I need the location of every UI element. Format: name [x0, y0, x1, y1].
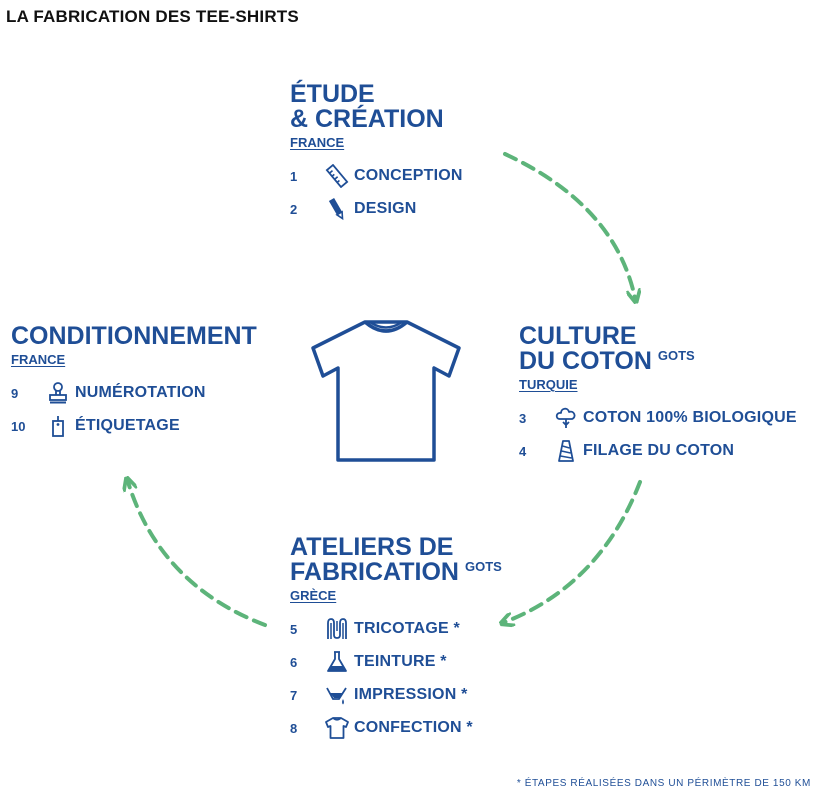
step-4: 4 FILAGE DU COTON — [519, 438, 734, 464]
step-label: TRICOTAGE * — [354, 620, 460, 637]
footnote: * ÉTAPES RÉALISÉES DANS UN PÉRIMÈTRE DE … — [516, 778, 811, 789]
step-number: 9 — [11, 385, 19, 401]
step-label: NUMÉROTATION — [75, 384, 206, 401]
step-number: 5 — [290, 621, 298, 637]
stamp-icon — [43, 380, 73, 406]
section-ateliers-title-line1: ATELIERS DE — [290, 533, 454, 561]
section-culture-title-line2: DU COTON — [519, 347, 652, 375]
section-etude-country: FRANCE — [290, 135, 345, 150]
ruler-icon — [322, 163, 352, 189]
step-1: 1 CONCEPTION — [290, 163, 463, 189]
ink-tray-icon — [322, 682, 352, 708]
step-3: 3 COTON 100% BIOLOGIQUE — [519, 405, 797, 431]
step-label: ÉTIQUETAGE — [75, 417, 180, 434]
section-ateliers-country: GRÈCE — [290, 588, 337, 603]
step-label: CONFECTION * — [354, 719, 473, 736]
step-label: DESIGN — [354, 200, 417, 217]
t-shirt-icon — [322, 715, 352, 741]
thread-spool-icon — [551, 438, 581, 464]
section-conditionnement-title-line1: CONDITIONNEMENT — [11, 322, 257, 350]
step-5: 5 TRICOTAGE * — [290, 616, 460, 642]
cotton-flower-icon — [551, 405, 581, 431]
gots-badge: GOTS — [464, 559, 502, 574]
step-number: 7 — [290, 687, 298, 703]
step-2: 2 DESIGN — [290, 196, 417, 222]
knitting-icon — [322, 616, 352, 642]
section-culture-title: CULTURE DU COTON GOTS — [519, 324, 695, 374]
arrow-culture-to-ateliers — [505, 480, 642, 622]
step-8: 8 CONFECTION * — [290, 715, 473, 741]
t-shirt-icon — [311, 320, 461, 462]
page-title: LA FABRICATION DES TEE-SHIRTS — [6, 7, 299, 26]
step-number: 10 — [11, 418, 26, 434]
section-etude-title-line1: ÉTUDE — [290, 80, 375, 108]
arrow-etude-to-culture — [503, 152, 635, 298]
step-number: 3 — [519, 410, 527, 426]
step-9: 9 NUMÉROTATION — [11, 380, 206, 406]
section-etude-title: ÉTUDE & CRÉATION — [290, 82, 444, 132]
section-ateliers-title-line2: FABRICATION — [290, 558, 459, 586]
section-conditionnement-country: FRANCE — [11, 352, 66, 367]
section-culture-country: TURQUIE — [519, 377, 578, 392]
step-number: 4 — [519, 443, 527, 459]
step-number: 1 — [290, 168, 298, 184]
section-etude-title-line2: & CRÉATION — [290, 105, 444, 133]
step-number: 2 — [290, 201, 298, 217]
arrow-ateliers-to-conditionnement — [128, 482, 267, 627]
section-culture-title-line1: CULTURE — [519, 322, 637, 350]
section-ateliers-title: ATELIERS DE FABRICATION GOTS — [290, 535, 502, 585]
step-label: IMPRESSION * — [354, 686, 468, 703]
step-label: FILAGE DU COTON — [583, 442, 735, 459]
step-number: 8 — [290, 720, 298, 736]
step-label: TEINTURE * — [354, 653, 447, 670]
step-6: 6 TEINTURE * — [290, 649, 447, 675]
pencil-icon — [322, 196, 352, 222]
section-conditionnement-title: CONDITIONNEMENT — [11, 324, 257, 349]
flask-icon — [322, 649, 352, 675]
tag-icon — [43, 413, 73, 439]
step-number: 6 — [290, 654, 298, 670]
step-label: CONCEPTION — [354, 167, 463, 184]
gots-badge: GOTS — [657, 348, 695, 363]
step-10: 10 ÉTIQUETAGE — [11, 413, 180, 439]
step-label: COTON 100% BIOLOGIQUE — [583, 409, 797, 426]
step-7: 7 IMPRESSION * — [290, 682, 468, 708]
